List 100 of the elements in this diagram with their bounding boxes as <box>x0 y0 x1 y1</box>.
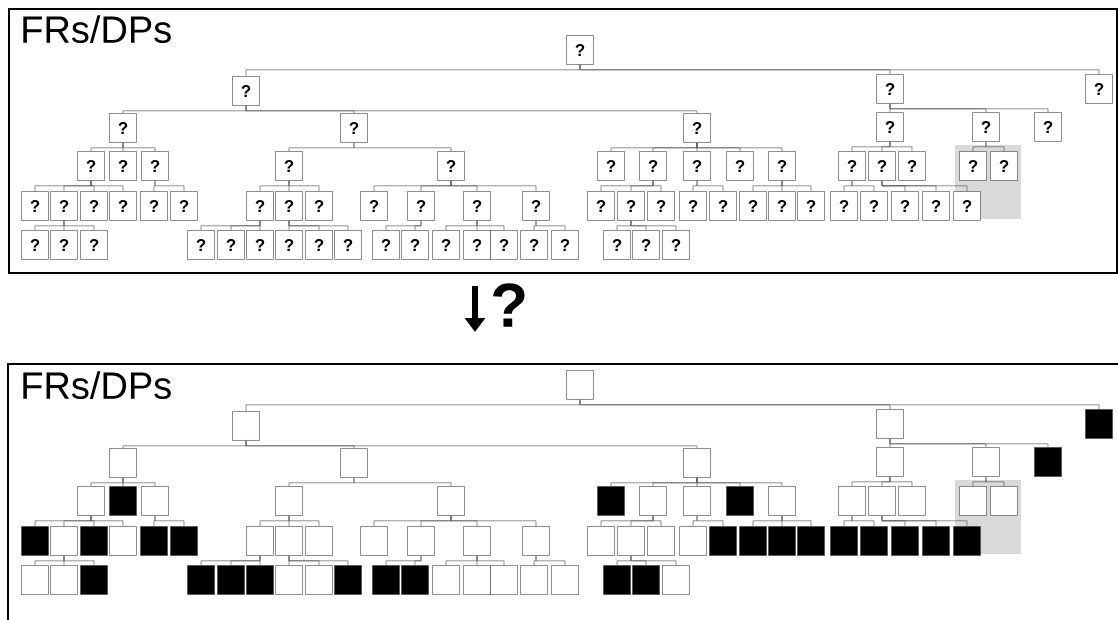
question-box: ? <box>170 191 198 221</box>
connector <box>889 141 913 152</box>
empty-box <box>340 448 368 478</box>
question-box: ? <box>407 191 435 221</box>
connector <box>245 105 698 114</box>
connector <box>985 476 1005 487</box>
connector <box>696 515 724 527</box>
question-box: ? <box>990 151 1018 181</box>
question-box: ? <box>490 230 518 260</box>
connector <box>781 180 812 192</box>
connector <box>450 180 537 192</box>
question-box: ? <box>566 35 594 65</box>
question-box: ? <box>1034 112 1062 142</box>
filled-box <box>140 526 168 556</box>
question-box: ? <box>21 191 49 221</box>
question-box: ? <box>109 113 137 143</box>
question-box: ? <box>639 151 667 181</box>
edge-label: ? <box>493 283 525 327</box>
question-box: ? <box>77 151 105 181</box>
filled-box <box>830 526 858 556</box>
connector <box>288 180 320 192</box>
empty-box <box>275 486 303 516</box>
empty-box <box>566 370 594 400</box>
empty-box <box>551 565 579 595</box>
question-box: ? <box>80 230 108 260</box>
connector <box>889 103 1049 113</box>
connector <box>881 515 968 527</box>
empty-box <box>587 526 615 556</box>
connector <box>696 477 783 487</box>
empty-box <box>683 448 711 478</box>
empty-box <box>972 447 1000 477</box>
filled-box <box>603 565 631 595</box>
filled-box <box>170 526 198 556</box>
connector <box>90 515 124 527</box>
empty-box <box>246 526 274 556</box>
question-box: ? <box>217 230 245 260</box>
empty-box <box>683 486 711 516</box>
question-box: ? <box>275 230 303 260</box>
question-box: ? <box>679 191 707 221</box>
question-box: ? <box>683 151 711 181</box>
empty-box <box>679 526 707 556</box>
question-box: ? <box>959 151 987 181</box>
question-box: ? <box>463 191 491 221</box>
question-box: ? <box>305 191 333 221</box>
filled-box <box>1085 409 1113 439</box>
empty-box <box>275 565 303 595</box>
connector <box>414 555 422 566</box>
question-box: ? <box>768 191 796 221</box>
filled-box <box>726 486 754 516</box>
filled-box <box>109 486 137 516</box>
question-box: ? <box>603 230 631 260</box>
empty-box <box>639 486 667 516</box>
connector <box>535 220 566 231</box>
connector <box>154 515 185 527</box>
question-box: ? <box>401 230 429 260</box>
filled-box <box>21 526 49 556</box>
empty-box <box>275 526 303 556</box>
empty-box <box>898 486 926 516</box>
connector <box>63 220 95 231</box>
question-box: ? <box>587 191 615 221</box>
filled-box <box>187 565 215 595</box>
question-box: ? <box>972 112 1000 142</box>
question-box: ? <box>109 151 137 181</box>
question-box: ? <box>739 191 767 221</box>
question-box: ? <box>246 230 274 260</box>
filled-box <box>953 526 981 556</box>
filled-box <box>334 565 362 595</box>
connector <box>630 220 677 231</box>
question-box: ? <box>232 76 260 106</box>
question-box: ? <box>876 74 904 104</box>
empty-box <box>437 486 465 516</box>
question-box: ? <box>340 113 368 143</box>
filled-box <box>632 565 660 595</box>
connector <box>122 477 156 487</box>
question-box: ? <box>522 191 550 221</box>
empty-box <box>990 486 1018 516</box>
question-box: ? <box>726 151 754 181</box>
question-box: ? <box>876 112 904 142</box>
empty-box <box>959 486 987 516</box>
filled-box <box>1034 447 1062 477</box>
empty-box <box>141 486 169 516</box>
connector <box>696 142 783 152</box>
connector <box>851 515 875 527</box>
connector <box>881 180 968 192</box>
connector <box>696 180 724 192</box>
empty-box <box>522 526 550 556</box>
empty-box <box>21 565 49 595</box>
connector <box>476 555 505 566</box>
question-box: ? <box>891 191 919 221</box>
connector <box>652 515 662 527</box>
question-box: ? <box>632 230 660 260</box>
empty-box <box>876 409 904 439</box>
empty-box <box>50 526 78 556</box>
question-box: ? <box>860 191 888 221</box>
empty-box <box>768 486 796 516</box>
connector <box>652 180 662 192</box>
question-box: ? <box>437 151 465 181</box>
question-box: ? <box>305 230 333 260</box>
empty-box <box>520 565 548 595</box>
question-box: ? <box>922 191 950 221</box>
